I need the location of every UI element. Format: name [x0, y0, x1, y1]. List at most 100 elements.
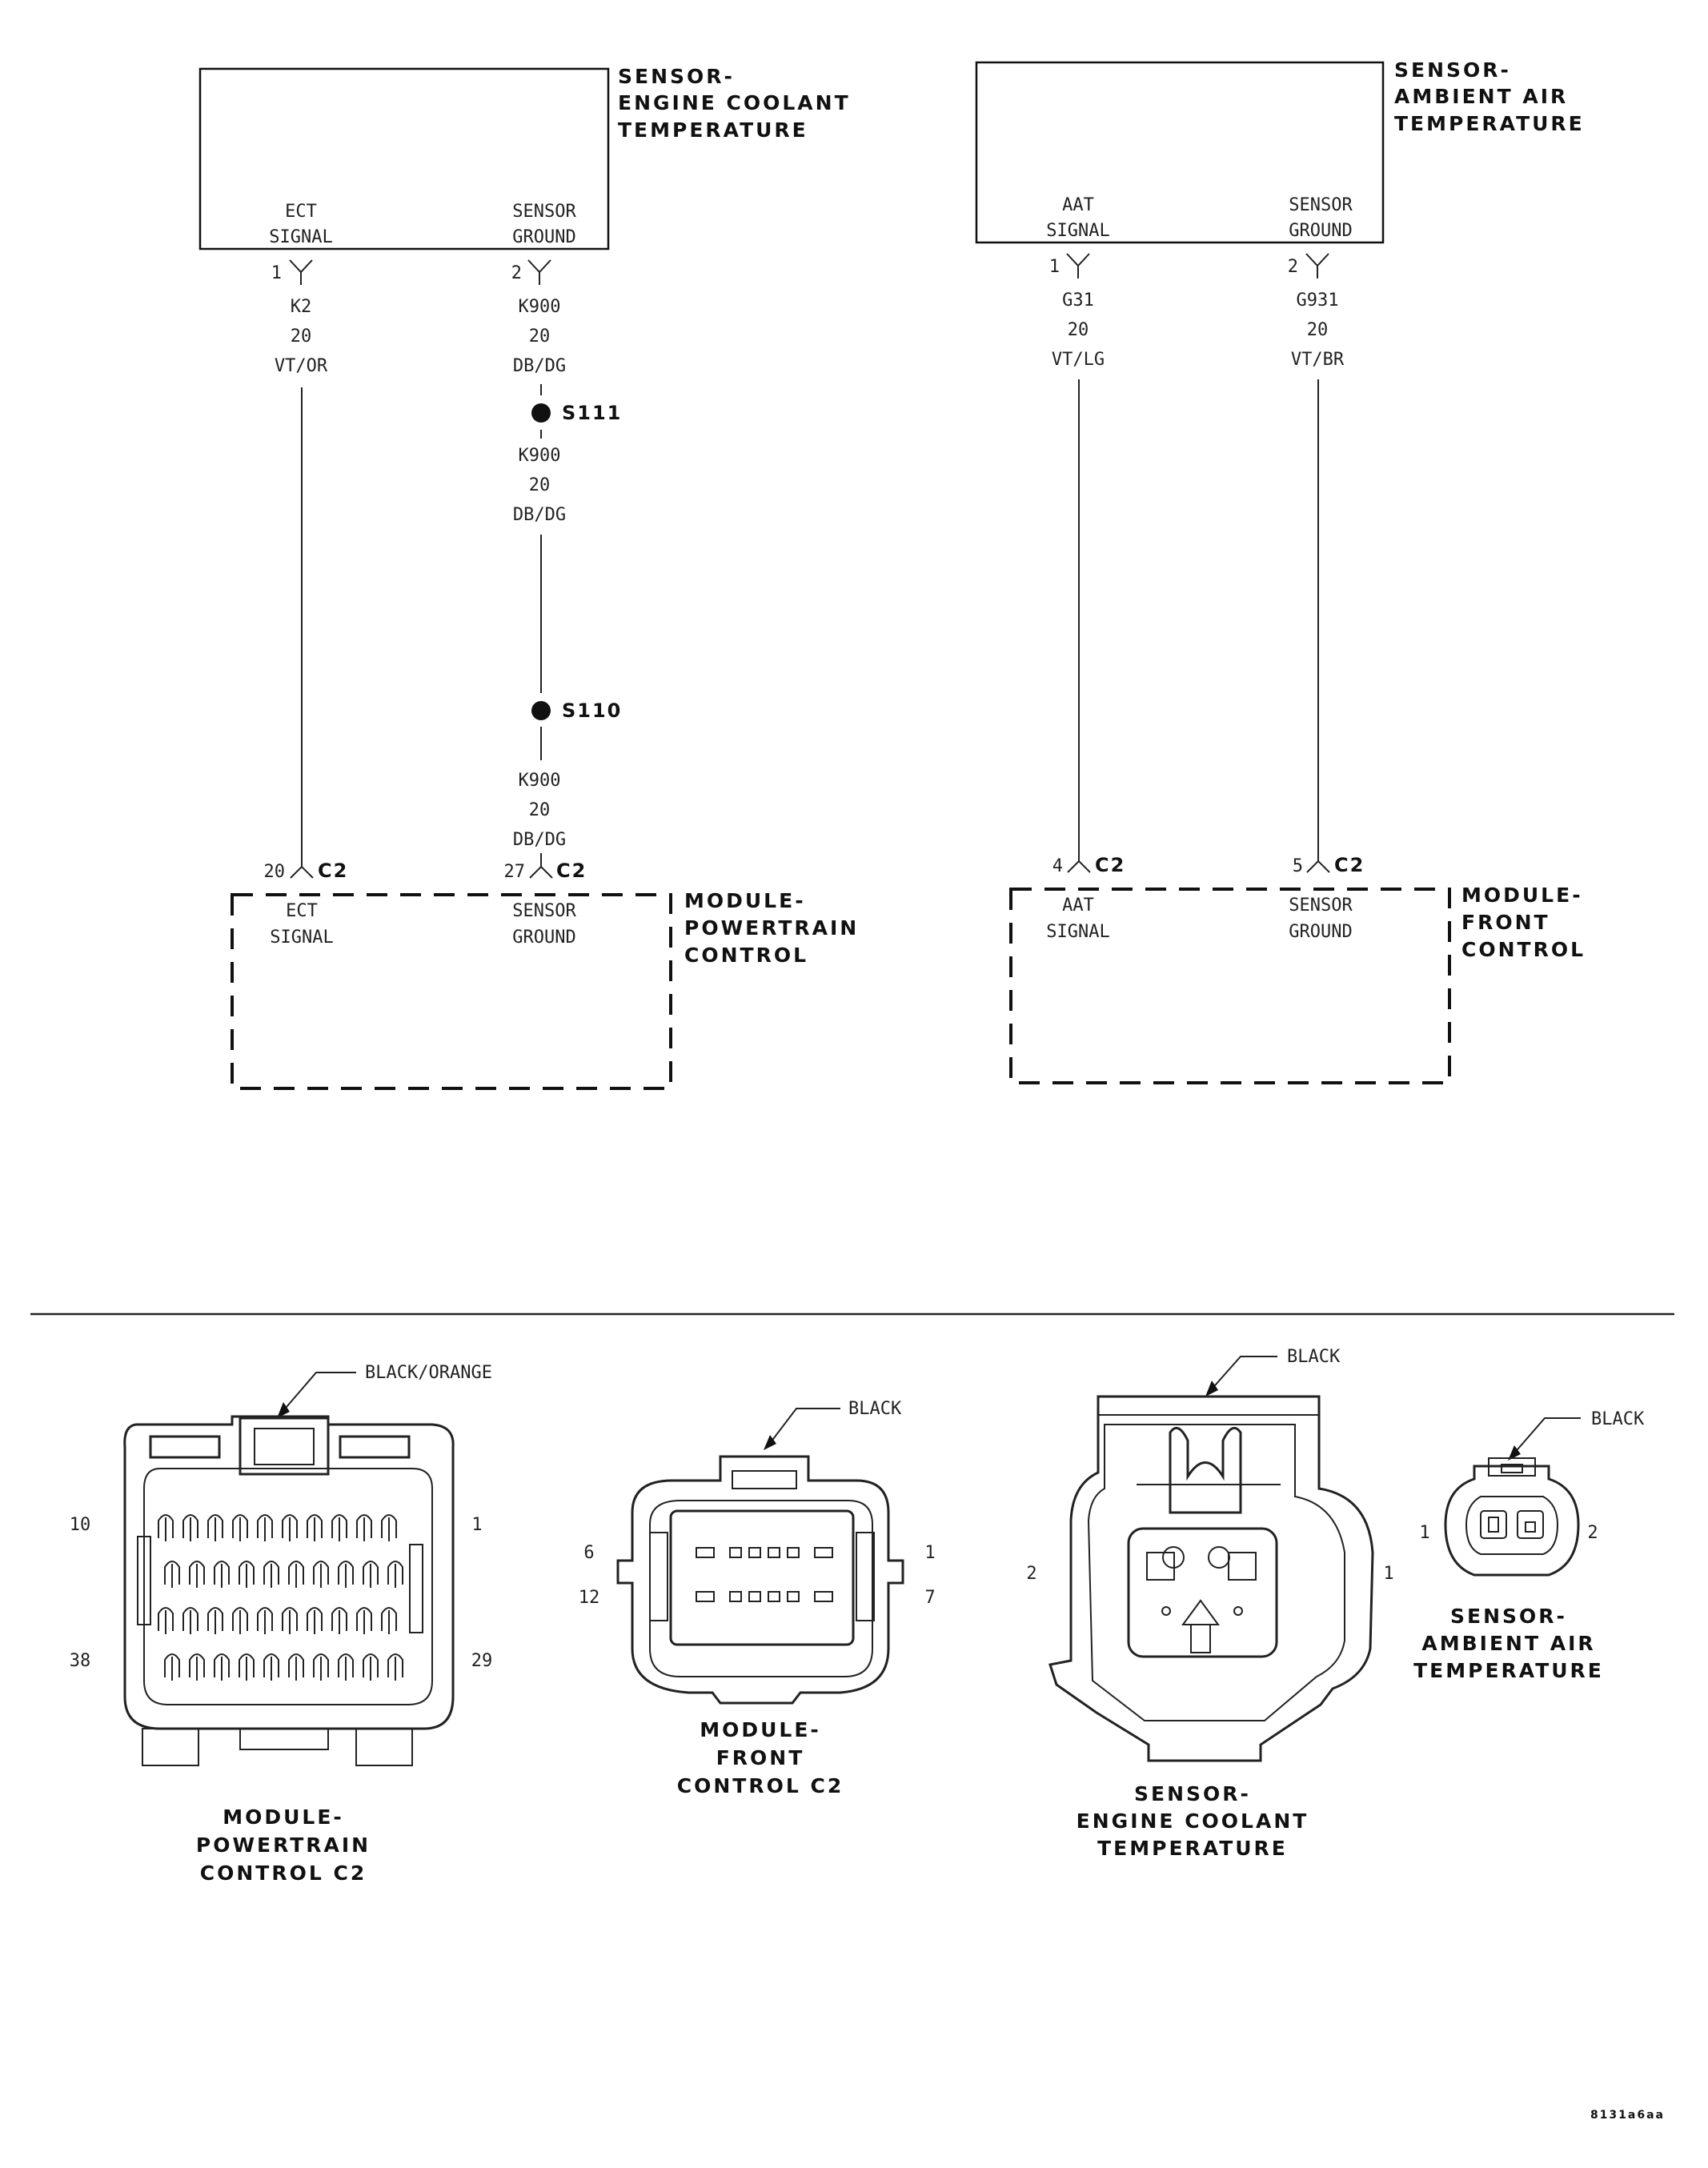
- aat-pin1-terminal: [1488, 1517, 1499, 1533]
- ect-connector-inner: [1087, 1424, 1345, 1721]
- pcm-pin-cavity: [207, 1607, 223, 1631]
- ect-conn-pin-1-label: 1: [1383, 1564, 1393, 1584]
- figure-reference-id: 8131a6aa: [1590, 2109, 1665, 2122]
- ect-conn-title-3: TEMPERATURE: [1097, 1837, 1288, 1860]
- pcm-connector-foot-right: [355, 1728, 413, 1766]
- wire-k900-b-label-3: DB/DG: [513, 505, 566, 525]
- pcm-connector-inner: [143, 1468, 433, 1705]
- aat-color-arrow: [1508, 1445, 1521, 1461]
- pcm-module-title-2: POWERTRAIN: [684, 916, 859, 940]
- left-circuit: SENSOR- ENGINE COOLANT TEMPERATURE ECT S…: [198, 65, 859, 1090]
- pcm-pin-cavity: [387, 1653, 403, 1677]
- ect-sensor-pin1-label-2: SIGNAL: [269, 227, 332, 247]
- ect-connector-outline: [1048, 1395, 1374, 1762]
- ect-sensor-pin2-label-2: GROUND: [512, 227, 575, 247]
- splice-s111-dot: [531, 403, 551, 423]
- fcm-c2-title-1: MODULE-: [700, 1718, 821, 1741]
- ect-sensor-connector-view: BLACK 2 1 SENSOR- ENGINE COOLANT TEMPERA…: [1026, 1347, 1393, 1860]
- fcm-pin-cavity: [748, 1591, 761, 1602]
- aat-connector-latch: [1488, 1457, 1536, 1477]
- pcm-pin20-connector-id: C2: [318, 860, 348, 882]
- ect-sensor-pin1-label-1: ECT: [285, 202, 317, 222]
- pcm-pin-cavity: [381, 1514, 397, 1538]
- aat-sensor-connector-view: BLACK 1 2 SENSOR- AMBIENT AIR TEMPERATUR…: [1413, 1409, 1645, 1682]
- pcm-pin-cavities: [158, 1514, 403, 1681]
- fcm-connector-cavity-block: [669, 1509, 855, 1646]
- wire-g931-label-1: G931: [1297, 291, 1339, 311]
- fcm-module-title-1: MODULE-: [1461, 884, 1583, 907]
- fcm-connector-outline: [616, 1455, 904, 1705]
- pcm-pin-cavity: [257, 1607, 273, 1631]
- wire-k900-c-label-2: 20: [529, 800, 551, 820]
- ect-cavity-dot-right: [1233, 1606, 1243, 1616]
- pcm-pin-cavity: [288, 1653, 304, 1677]
- ect-connector-cavity-block: [1127, 1527, 1278, 1658]
- fcm-pin4-connector-symbol: [1067, 860, 1091, 873]
- pcm-pin-cavity: [338, 1653, 354, 1677]
- aat-connector-inner: [1465, 1496, 1559, 1555]
- aat-sensor-pin2-label-1: SENSOR: [1289, 195, 1353, 215]
- ect-pin2-number: 2: [511, 263, 522, 283]
- pcm-pin20-connector-symbol: [290, 865, 314, 879]
- pcm-pin-cavity: [307, 1607, 323, 1631]
- pcm-pin-29-label: 29: [471, 1651, 493, 1671]
- pcm-color-label: BLACK/ORANGE: [365, 1363, 492, 1383]
- aat-color-leader: [1512, 1417, 1581, 1456]
- pcm-pin-cavity: [164, 1653, 180, 1677]
- fcm-pin2-label-1: SENSOR: [1289, 896, 1353, 916]
- fcm-pin-cavity: [748, 1547, 761, 1558]
- fcm-pin-7-label: 7: [924, 1588, 935, 1608]
- aat-conn-title-2: AMBIENT AIR: [1421, 1632, 1595, 1655]
- ect-color-arrow: [1205, 1381, 1218, 1397]
- aat-pin2-connector-symbol: [1305, 253, 1329, 279]
- ect-conn-title-1: SENSOR-: [1134, 1782, 1251, 1805]
- pcm-pin-cavity: [189, 1561, 205, 1585]
- pcm-pin27-number: 27: [504, 862, 526, 882]
- ect-sensor-title-1: SENSOR-: [618, 65, 735, 88]
- ect-conn-pin-2-label: 2: [1026, 1564, 1036, 1584]
- pcm-pin20-number: 20: [264, 862, 286, 882]
- wire-g931-label-2: 20: [1307, 320, 1329, 340]
- ect-pin1-terminal: [1228, 1552, 1257, 1581]
- ect-pin2-hole: [1162, 1546, 1185, 1569]
- pcm-pin-cavity: [363, 1653, 379, 1677]
- ect-color-leader: [1209, 1356, 1277, 1392]
- wire-k2-label-2: 20: [291, 327, 312, 347]
- aat-connector-latch-slot: [1501, 1464, 1523, 1473]
- pcm-c2-title-1: MODULE-: [223, 1805, 344, 1829]
- fcm-pin4-number: 4: [1052, 856, 1063, 876]
- ect-pin2-terminal: [1146, 1552, 1175, 1581]
- fcm-pin2-label-2: GROUND: [1289, 922, 1352, 942]
- pcm-connector-bottom-key: [239, 1728, 329, 1750]
- pcm-pin-cavity: [232, 1607, 248, 1631]
- wire-k900-b-label-1: K900: [519, 446, 561, 466]
- pcm-pin-cavity: [207, 1514, 223, 1538]
- fcm-color-arrow: [764, 1435, 776, 1450]
- fcm-module-title-2: FRONT: [1461, 911, 1550, 934]
- fcm-c2-title-3: CONTROL C2: [677, 1774, 844, 1797]
- pcm-pin-cavity: [263, 1653, 279, 1677]
- pcm-pin-cavity: [239, 1653, 255, 1677]
- pcm-pin-cavity: [338, 1561, 354, 1585]
- wire-g931-label-3: VT/BR: [1291, 350, 1345, 370]
- aat-sensor-title-2: AMBIENT AIR: [1394, 85, 1568, 108]
- ect-cavity-key: [1181, 1599, 1220, 1653]
- fcm-pin5-connector-id: C2: [1334, 854, 1365, 876]
- pcm-pin-cavity: [164, 1561, 180, 1585]
- pcm-pin1-label-1: ECT: [286, 901, 318, 921]
- pcm-pin-cavity: [263, 1561, 279, 1585]
- fcm-pin-cavity: [768, 1591, 780, 1602]
- pcm-connector-slot-left: [137, 1536, 151, 1625]
- aat-conn-title-3: TEMPERATURE: [1413, 1659, 1604, 1682]
- ect-connector-latch: [1169, 1426, 1242, 1514]
- fcm-module-title-3: CONTROL: [1461, 938, 1586, 961]
- fcm-c2-connector-view: BLACK 6 12 1 7 MODULE- FRONT CONTROL C2: [579, 1399, 936, 1797]
- pcm-pin-cavity: [381, 1607, 397, 1631]
- pcm-connector-outline: [123, 1415, 455, 1730]
- pcm-pin-cavity: [257, 1514, 273, 1538]
- pcm-pin-38-label: 38: [70, 1651, 91, 1671]
- ect-conn-title-2: ENGINE COOLANT: [1077, 1809, 1309, 1833]
- aat-color-label: BLACK: [1591, 1409, 1645, 1429]
- fcm-color-label: BLACK: [848, 1399, 902, 1419]
